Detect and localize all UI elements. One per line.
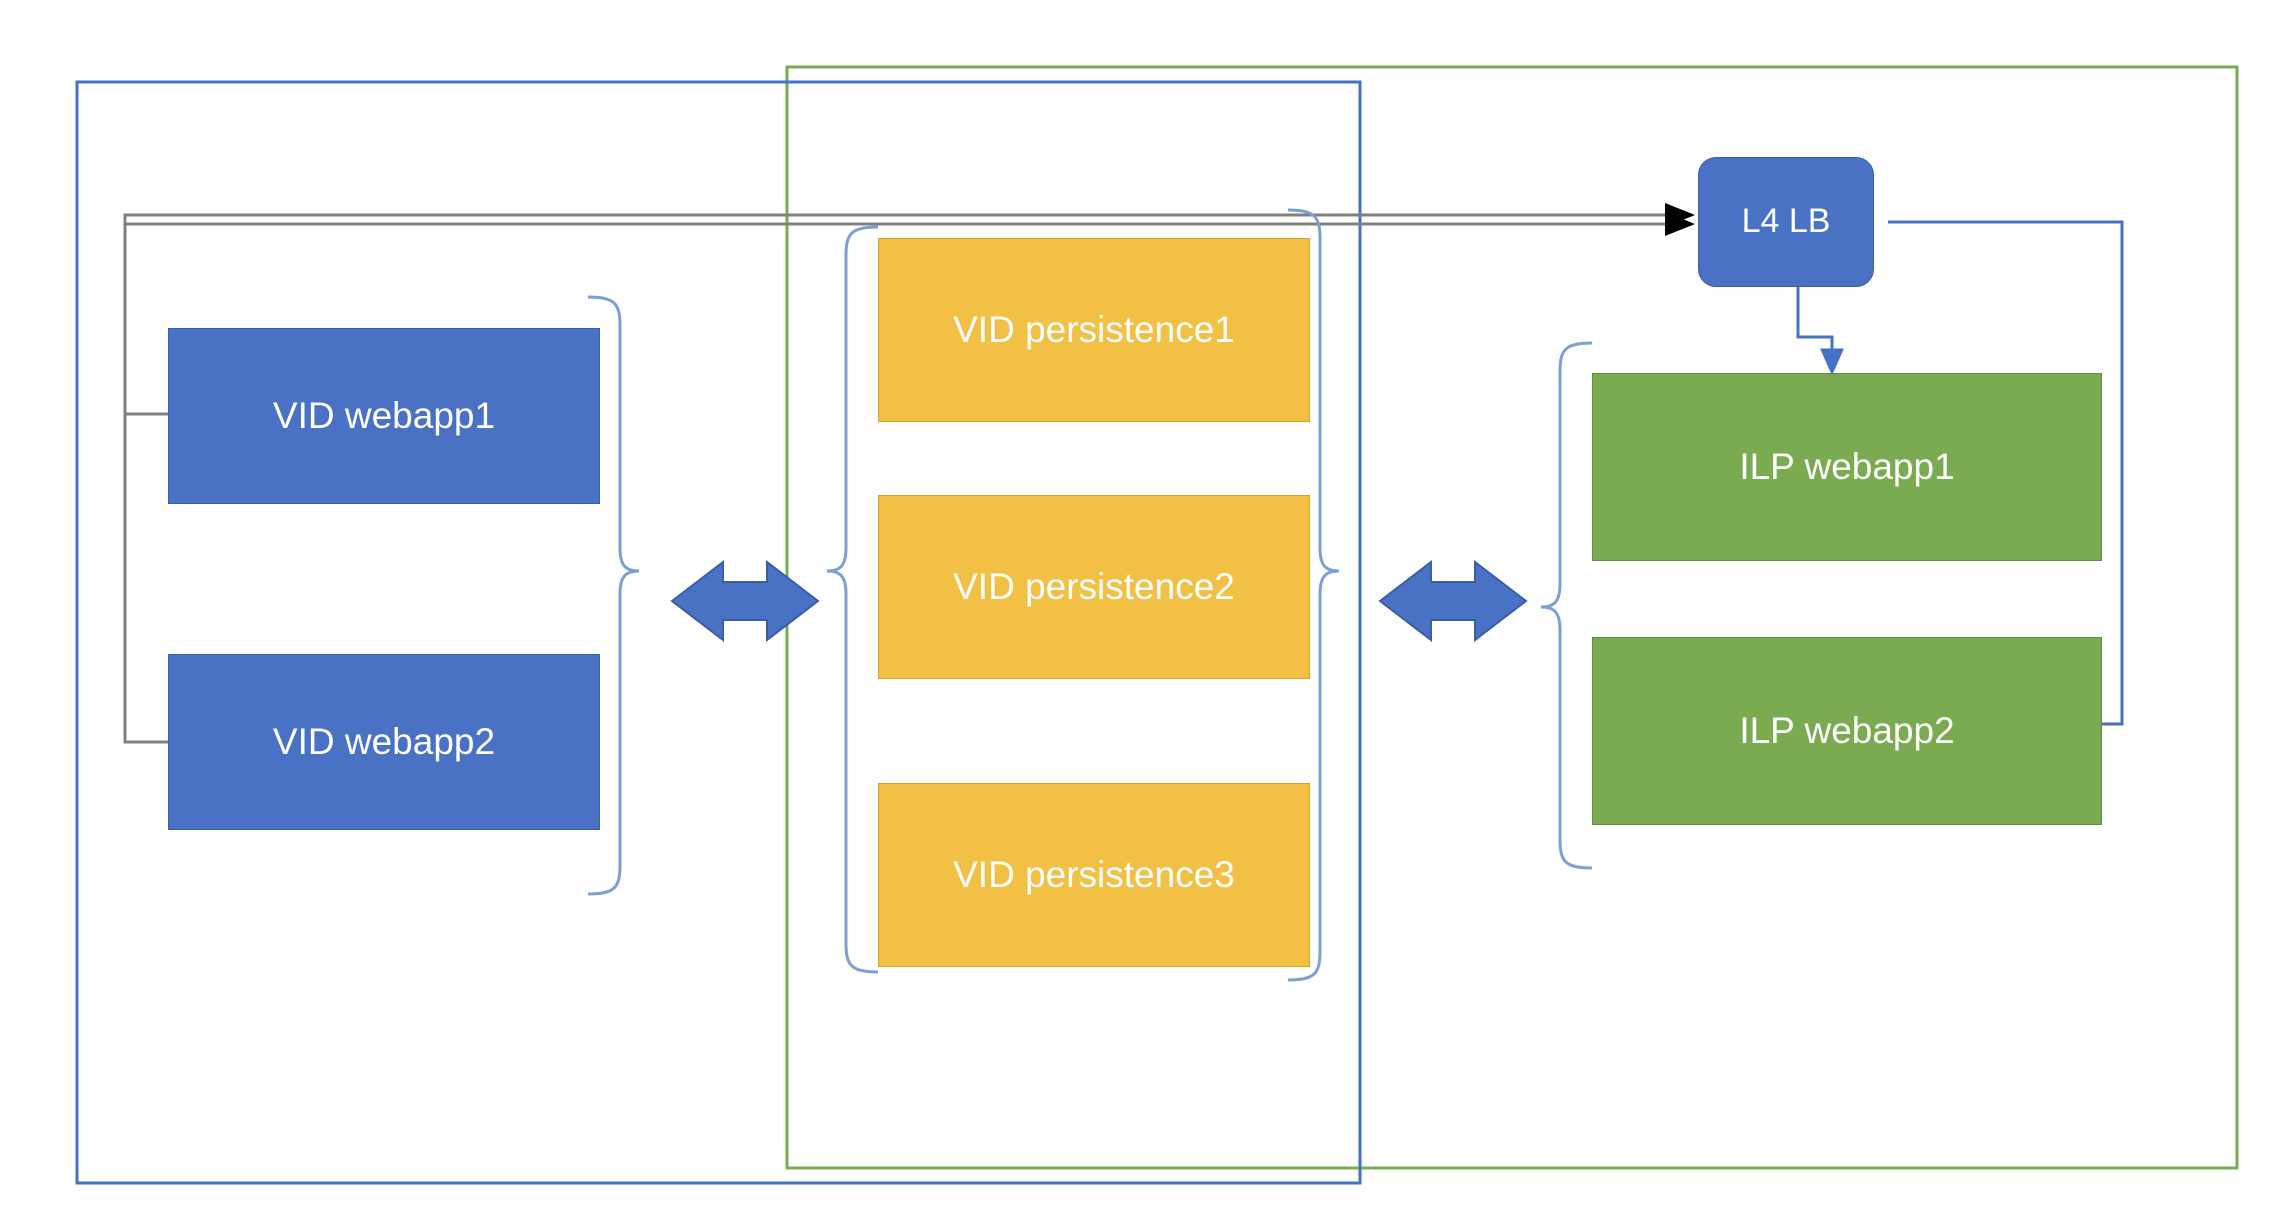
double-headed-arrow-left — [670, 559, 820, 643]
node-vid-persistence1[interactable]: VID persistence1 — [878, 238, 1310, 422]
node-vid-webapp2[interactable]: VID webapp2 — [168, 654, 600, 830]
flow-lb-to-ilp1 — [1796, 287, 1844, 376]
node-vid-persistence3[interactable]: VID persistence3 — [878, 783, 1310, 967]
node-vid-persistence3-label: VID persistence3 — [953, 853, 1235, 895]
node-l4-lb[interactable]: L4 LB — [1698, 157, 1874, 287]
node-vid-persistence1-label: VID persistence1 — [953, 308, 1235, 350]
node-vid-persistence2[interactable]: VID persistence2 — [878, 495, 1310, 679]
brace-ilp-webapps — [1540, 341, 1593, 870]
node-ilp-webapp1-label: ILP webapp1 — [1739, 445, 1955, 487]
node-vid-webapp1-label: VID webapp1 — [272, 394, 496, 436]
node-vid-persistence2-label: VID persistence2 — [953, 565, 1235, 607]
double-headed-arrow-right — [1378, 559, 1528, 643]
node-vid-webapp1[interactable]: VID webapp1 — [168, 328, 600, 504]
brace-persistence-left — [826, 225, 879, 974]
node-ilp-webapp2-label: ILP webapp2 — [1739, 709, 1955, 751]
node-vid-webapp2-label: VID webapp2 — [272, 720, 496, 762]
node-ilp-webapp2[interactable]: ILP webapp2 — [1592, 637, 2102, 825]
node-l4-lb-label: L4 LB — [1741, 202, 1831, 241]
node-ilp-webapp1[interactable]: ILP webapp1 — [1592, 373, 2102, 561]
